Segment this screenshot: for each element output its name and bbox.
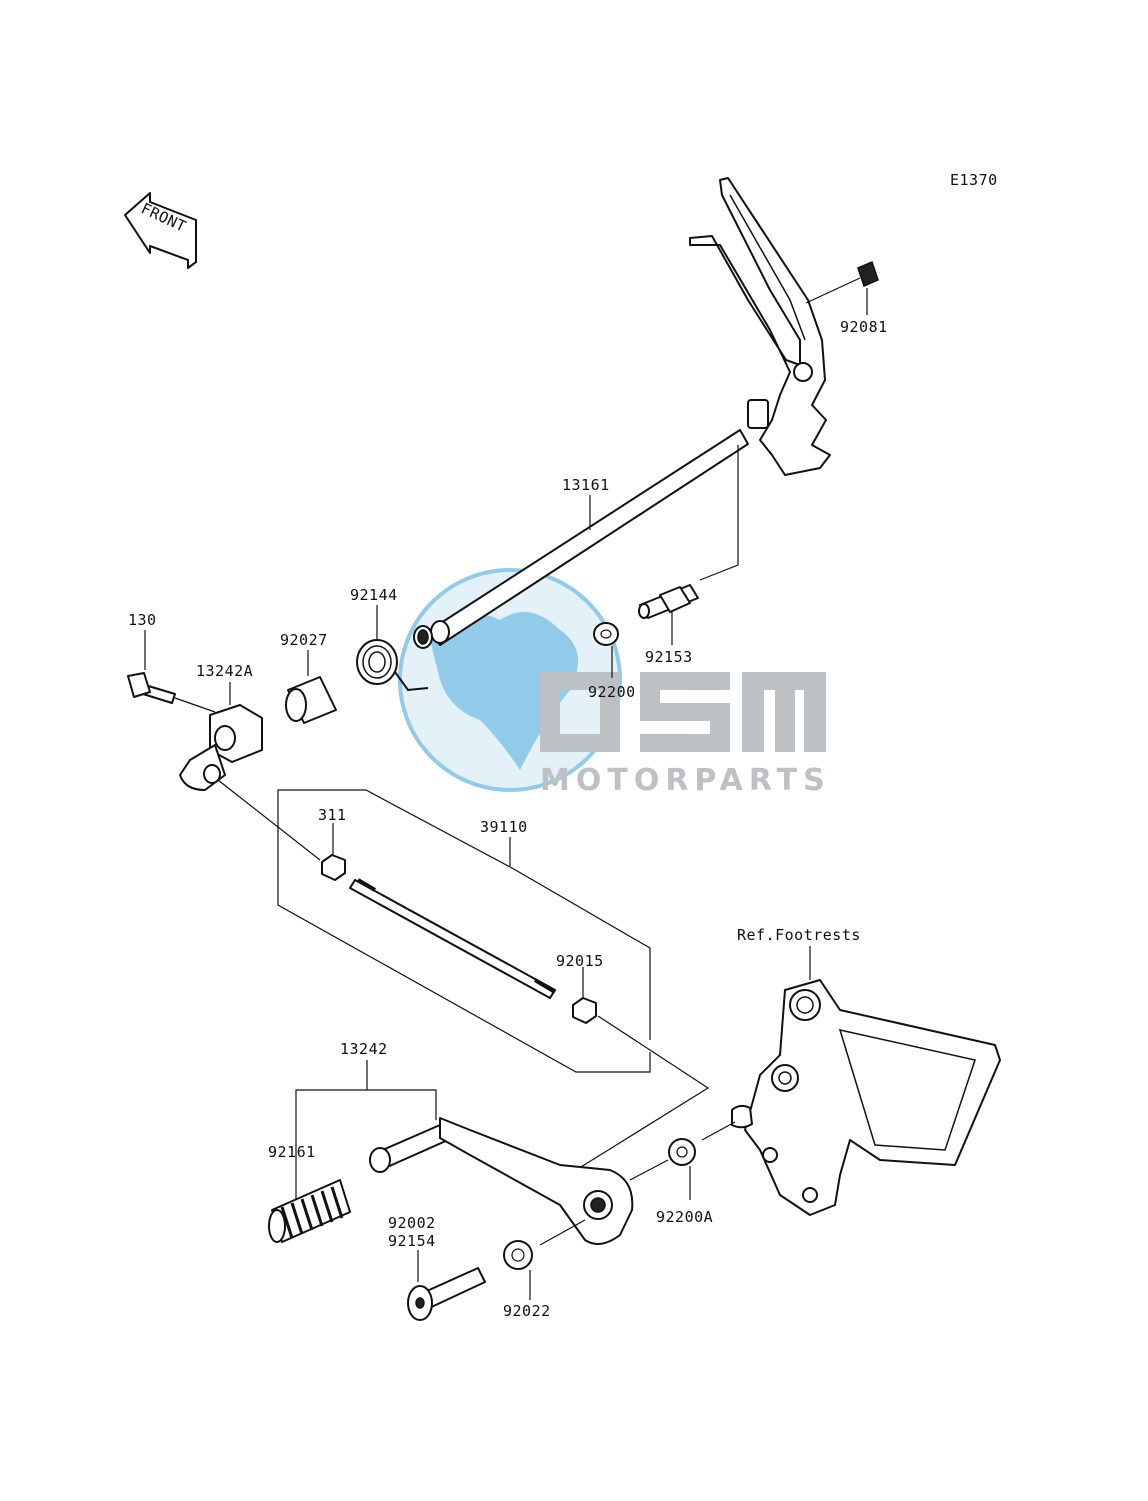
label-92200: 92200 (588, 683, 636, 701)
label-92161: 92161 (268, 1143, 316, 1161)
part-13242A-shift-arm: 13242A (179, 662, 321, 861)
part-92022-washer: 92022 (503, 1219, 586, 1320)
label-92153: 92153 (645, 648, 693, 666)
part-39110-tie-rod: 39110 (277, 789, 651, 1073)
label-39110: 39110 (480, 818, 528, 836)
watermark-subtext: MOTORPARTS (540, 763, 831, 798)
label-92200A: 92200A (656, 1208, 713, 1226)
label-92154: 92154 (388, 1232, 436, 1250)
label-92002: 92002 (388, 1214, 436, 1232)
label-ref-footrests: Ref.Footrests (737, 926, 861, 944)
part-92015-nut: 92015 (556, 952, 710, 1181)
part-92200A-washer: 92200A (629, 1138, 713, 1226)
label-13161: 13161 (562, 476, 610, 494)
label-92015: 92015 (556, 952, 604, 970)
label-92081: 92081 (840, 318, 888, 336)
part-130-bolt: 130 (127, 611, 216, 713)
label-92022: 92022 (503, 1302, 551, 1320)
footrest-bracket: Ref.Footrests (701, 926, 1001, 1216)
label-130: 130 (128, 611, 157, 629)
shift-lever-arm (689, 177, 831, 476)
part-13161-shift-shaft: 13161 (413, 429, 749, 649)
part-13242-shift-pedal: 13242 (295, 1040, 634, 1245)
label-311: 311 (318, 806, 347, 824)
label-92144: 92144 (350, 586, 398, 604)
part-92153-bolt: 92153 (638, 584, 699, 666)
part-92027-collar: 92027 (280, 631, 337, 724)
diagram-code: E1370 (950, 171, 998, 189)
front-arrow-icon: FRONT (124, 192, 197, 269)
part-311-nut: 311 (318, 806, 347, 881)
part-92144-spring: 92144 (350, 586, 429, 692)
label-92027: 92027 (280, 631, 328, 649)
label-13242: 13242 (340, 1040, 388, 1058)
part-92200-washer: 92200 (588, 622, 636, 701)
part-92002-92154-bolt: 92002 92154 (388, 1214, 486, 1321)
part-92161-pedal-rubber: 92161 (268, 1143, 351, 1243)
label-13242A: 13242A (196, 662, 253, 680)
part-92081-spring: 92081 (805, 260, 888, 336)
